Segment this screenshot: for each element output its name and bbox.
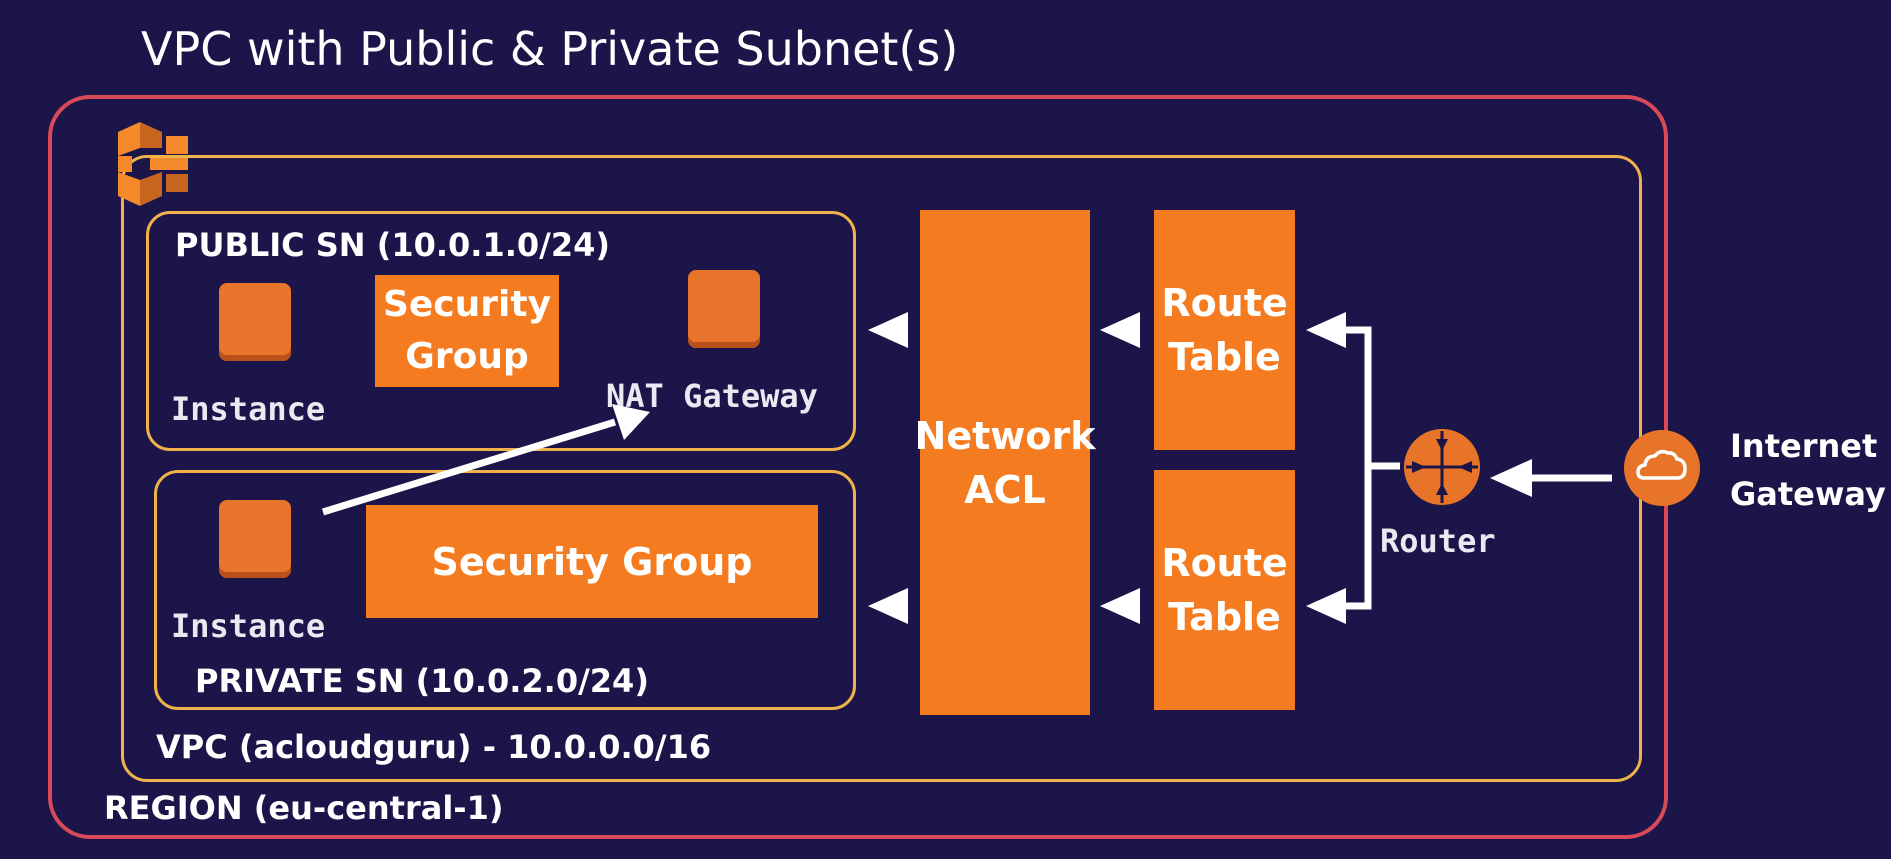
arrow-rt-to-acl-private bbox=[1100, 588, 1140, 624]
nat-gateway-icon bbox=[688, 270, 760, 348]
router-bracket bbox=[1345, 326, 1372, 610]
network-acl: Network ACL bbox=[915, 210, 1095, 715]
internet-gateway-line2: Gateway bbox=[1730, 475, 1886, 513]
private-subnet-container bbox=[154, 470, 856, 710]
arrow-acl-to-private bbox=[868, 588, 908, 624]
vpc-label: VPC (acloudguru) - 10.0.0.0/16 bbox=[156, 728, 712, 766]
arrow-rt-to-acl-public bbox=[1100, 312, 1140, 348]
private-subnet-label: PRIVATE SN (10.0.2.0/24) bbox=[195, 662, 649, 700]
region-label: REGION (eu-central-1) bbox=[104, 789, 504, 827]
route-table-line2: Table bbox=[1168, 335, 1281, 379]
arrow-router-to-rt-public bbox=[1306, 312, 1346, 348]
arrow-router-to-rt-private bbox=[1306, 588, 1346, 624]
public-instance-label: Instance bbox=[171, 390, 326, 428]
diagram-title: VPC with Public & Private Subnet(s) bbox=[141, 22, 959, 76]
private-instance-label: Instance bbox=[171, 607, 326, 645]
arrow-head bbox=[1490, 459, 1532, 497]
internet-gateway-label: Internet Gateway bbox=[1730, 422, 1886, 518]
route-table-line1: Route bbox=[1161, 541, 1288, 585]
route-table-private: Route Table bbox=[1154, 470, 1295, 710]
public-subnet-label: PUBLIC SN (10.0.1.0/24) bbox=[175, 226, 610, 264]
cloud-icon bbox=[1622, 428, 1702, 508]
route-table-line2: Table bbox=[1168, 595, 1281, 639]
public-subnet-container bbox=[146, 211, 856, 451]
public-security-group: Security Group bbox=[375, 275, 559, 387]
public-sg-line1: Security bbox=[382, 284, 552, 325]
arrow-acl-to-public bbox=[868, 312, 908, 348]
route-table-line1: Route bbox=[1161, 281, 1288, 325]
ec2-instance-icon bbox=[219, 500, 291, 578]
network-acl-line1: Network bbox=[914, 413, 1096, 458]
aws-vpc-icon bbox=[110, 118, 192, 210]
router-label: Router bbox=[1380, 522, 1496, 560]
arrow-instance-to-nat bbox=[321, 418, 617, 516]
route-table-public: Route Table bbox=[1154, 210, 1295, 450]
router-icon bbox=[1402, 427, 1482, 507]
internet-gateway-line1: Internet bbox=[1730, 427, 1878, 465]
public-sg-line2: Group bbox=[405, 336, 529, 377]
private-security-group: Security Group bbox=[366, 505, 818, 618]
ec2-instance-icon bbox=[219, 283, 291, 361]
arrow-head bbox=[612, 404, 650, 440]
nat-gateway-label: NAT Gateway bbox=[606, 377, 818, 415]
network-acl-line2: ACL bbox=[964, 467, 1046, 512]
